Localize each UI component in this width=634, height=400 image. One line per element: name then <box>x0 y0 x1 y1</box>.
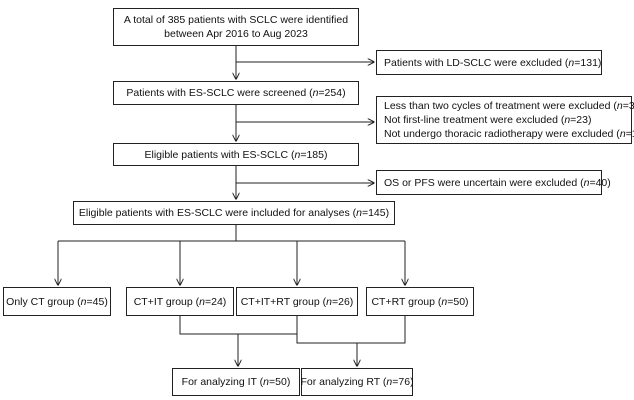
text-segment: =23) <box>570 114 592 126</box>
sample-size-symbol: n <box>263 376 270 388</box>
node-ct-it-rt-group: CT+IT+RT group (n=26) <box>236 287 358 316</box>
sample-size-symbol: n <box>564 114 571 126</box>
sample-size-symbol: n <box>294 148 301 161</box>
text-segment: =15) <box>625 128 634 140</box>
text-segment: CT+IT group ( <box>133 295 200 308</box>
node-text-line: between Apr 2016 to Aug 2023 <box>124 27 348 41</box>
node-text-line: OS or PFS were uncertain were excluded (… <box>384 176 611 190</box>
text-segment: Not undergo thoracic radiotherapy were e… <box>384 128 620 140</box>
node-text: Only CT group (n=45) <box>6 295 108 309</box>
node-text: CT+IT group (n=24) <box>134 295 227 309</box>
node-text: CT+RT group (n=50) <box>371 295 468 309</box>
sample-size-symbol: n <box>568 56 575 69</box>
node-excluded-os-pfs: OS or PFS were uncertain were excluded (… <box>376 170 611 195</box>
node-text-line: For analyzing RT (n=76) <box>300 375 413 389</box>
node-es-sclc-screened: Patients with ES-SCLC were screened (n=2… <box>113 81 359 105</box>
node-text-line: A total of 385 patients with SCLC were i… <box>124 13 348 27</box>
text-segment: OS or PFS were uncertain were excluded ( <box>384 176 584 189</box>
node-eligible-es-sclc: Eligible patients with ES-SCLC (n=185) <box>113 143 359 166</box>
sample-size-symbol: n <box>326 295 332 308</box>
node-text-line: Not undergo thoracic radiotherapy were e… <box>384 127 634 141</box>
text-segment: For analyzing RT ( <box>300 376 387 388</box>
text-segment: Eligible patients with ES-SCLC ( <box>144 148 295 161</box>
node-text: Less than two cycles of treatment were e… <box>384 99 634 141</box>
text-segment: between Apr 2016 to Aug 2023 <box>164 28 308 40</box>
node-included-for-analyses: Eligible patients with ES-SCLC were incl… <box>73 201 395 225</box>
text-segment: =31) <box>622 100 634 112</box>
node-text-line: Not first-line treatment were excluded (… <box>384 113 631 127</box>
text-segment: Less than two cycles of treatment were e… <box>384 100 617 112</box>
text-segment: =185) <box>300 148 328 161</box>
sample-size-symbol: n <box>619 128 626 140</box>
text-segment: Eligible patients with ES-SCLC were incl… <box>78 207 357 219</box>
node-excluded-criteria: Less than two cycles of treatment were e… <box>376 96 634 144</box>
text-segment: CT+RT group ( <box>371 295 442 308</box>
node-text-line: For analyzing IT (n=50) <box>182 375 291 389</box>
node-text: OS or PFS were uncertain were excluded (… <box>384 176 611 190</box>
node-text: Eligible patients with ES-SCLC were incl… <box>79 206 389 220</box>
text-segment: =26) <box>331 295 354 308</box>
node-text: For analyzing RT (n=76) <box>300 375 413 389</box>
node-excluded-ld-sclc: Patients with LD-SCLC were excluded (n=1… <box>376 50 602 75</box>
node-text: Eligible patients with ES-SCLC (n=185) <box>145 148 328 162</box>
node-text: Patients with LD-SCLC were excluded (n=1… <box>384 56 601 70</box>
text-segment: =50) <box>269 376 291 388</box>
text-segment: =145) <box>361 207 390 219</box>
node-text-line: CT+IT group (n=24) <box>134 295 227 309</box>
text-segment: Patients with ES-SCLC were screened ( <box>126 87 313 99</box>
text-segment: Not first-line treatment were excluded ( <box>384 114 565 126</box>
node-text-line: Only CT group (n=45) <box>6 295 108 309</box>
sample-size-symbol: n <box>441 295 448 308</box>
node-text: CT+IT+RT group (n=26) <box>241 295 354 309</box>
node-text-line: Patients with ES-SCLC were screened (n=2… <box>126 86 345 100</box>
node-text-line: Eligible patients with ES-SCLC were incl… <box>79 206 389 220</box>
text-segment: =131) <box>574 56 602 69</box>
node-total-identified: A total of 385 patients with SCLC were i… <box>113 8 359 46</box>
node-text: A total of 385 patients with SCLC were i… <box>124 13 348 41</box>
text-segment: For analyzing IT ( <box>181 376 264 388</box>
node-text-line: Less than two cycles of treatment were e… <box>384 99 634 113</box>
text-segment: CT+IT+RT group ( <box>240 295 327 308</box>
text-segment: =254) <box>318 87 346 99</box>
node-ct-it-group: CT+IT group (n=24) <box>126 287 234 316</box>
sample-size-symbol: n <box>199 295 205 308</box>
text-segment: Patients with LD-SCLC were excluded ( <box>384 56 569 69</box>
node-text: For analyzing IT (n=50) <box>182 375 291 389</box>
text-segment: A total of 385 patients with SCLC were i… <box>123 14 349 26</box>
sample-size-symbol: n <box>356 207 362 219</box>
node-ct-rt-group: CT+RT group (n=50) <box>366 287 474 316</box>
text-segment: Only CT group ( <box>6 295 81 308</box>
sample-size-symbol: n <box>616 100 623 112</box>
node-analyzing-it: For analyzing IT (n=50) <box>172 368 300 396</box>
node-analyzing-rt: For analyzing RT (n=76) <box>300 368 414 396</box>
sample-size-symbol: n <box>583 176 590 189</box>
sample-size-symbol: n <box>80 295 87 308</box>
text-segment: =24) <box>205 295 227 308</box>
node-text-line: CT+IT+RT group (n=26) <box>241 295 354 309</box>
text-segment: =45) <box>86 295 108 308</box>
node-text-line: Patients with LD-SCLC were excluded (n=1… <box>384 56 601 70</box>
sample-size-symbol: n <box>312 87 319 99</box>
text-segment: =76) <box>392 376 414 388</box>
edge-it-merge <box>179 316 298 335</box>
sample-size-symbol: n <box>386 376 393 388</box>
node-only-ct-group: Only CT group (n=45) <box>3 287 111 316</box>
node-text: Patients with ES-SCLC were screened (n=2… <box>126 86 345 100</box>
text-segment: =40) <box>589 176 611 189</box>
node-text-line: Eligible patients with ES-SCLC (n=185) <box>145 148 328 162</box>
edge-rt-merge <box>296 316 406 344</box>
text-segment: =50) <box>447 295 469 308</box>
node-text-line: CT+RT group (n=50) <box>371 295 468 309</box>
